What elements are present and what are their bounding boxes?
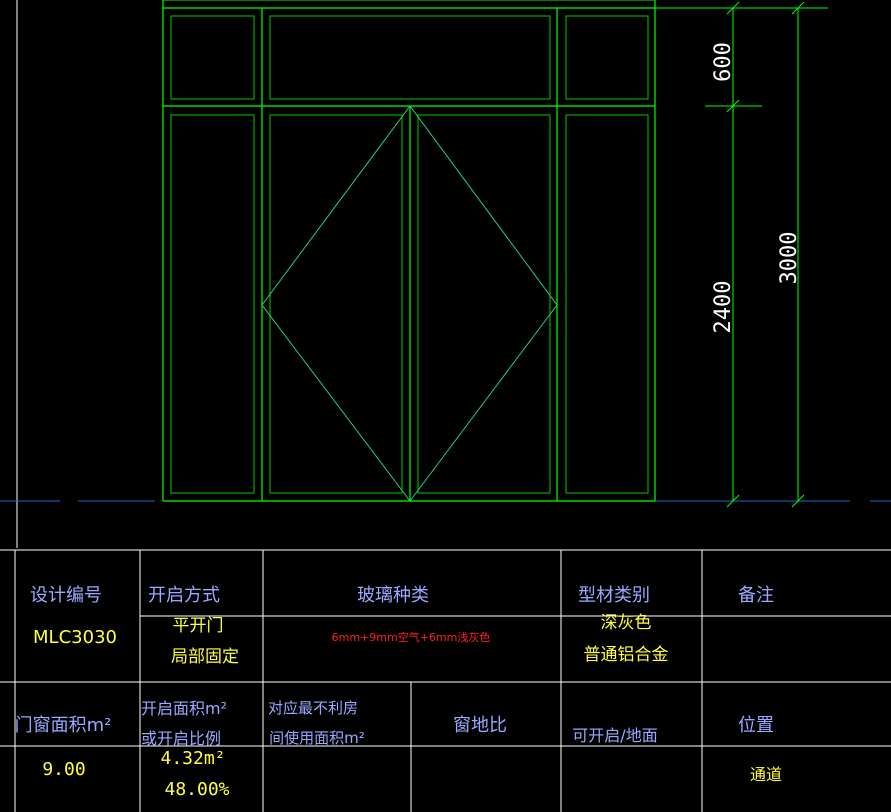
header-remarks: 备注: [738, 585, 774, 606]
header-design-code: 设计编号: [30, 585, 102, 606]
value-window-area: 9.00: [42, 759, 85, 780]
value-profile-line2: 普通铝合金: [584, 645, 669, 665]
door-leaf-left: [269, 114, 403, 494]
dim-text-600: 600: [711, 42, 736, 82]
value-open-area: 4.32m²: [160, 748, 225, 769]
dimension-lines: [655, 1, 828, 508]
value-opening-line1: 平开门: [173, 616, 224, 636]
door-swing-lines: [261, 105, 558, 502]
value-opening-line2: 局部固定: [171, 647, 239, 667]
value-profile-line1: 深灰色: [601, 613, 652, 633]
value-glass: 6mm+9mm空气+6mm浅灰色: [332, 630, 491, 644]
transom-panel-center: [269, 15, 551, 100]
sidelight-right: [565, 114, 649, 494]
header-glass-type: 玻璃种类: [357, 585, 429, 606]
dim-text-2400: 2400: [711, 281, 736, 334]
header-room-area-line1: 对应最不利房: [268, 699, 358, 717]
transom-panel-right: [565, 15, 649, 100]
header-window-area: 门窗面积m²: [15, 715, 112, 736]
dim-text-3000: 3000: [777, 232, 802, 285]
door-frame: [162, 0, 656, 502]
value-location: 通道: [750, 765, 782, 784]
header-opening-method: 开启方式: [148, 585, 220, 606]
door-leaf-right: [417, 114, 551, 494]
header-open-area-line2: 或开启比例: [141, 729, 221, 748]
value-open-ratio: 48.00%: [164, 779, 229, 800]
transom-panel-left: [170, 15, 255, 100]
header-openable-floor: 可开启/地面: [572, 726, 657, 745]
header-window-floor-ratio: 窗地比: [453, 715, 507, 736]
value-design-code: MLC3030: [33, 627, 117, 648]
door-schedule-table: [0, 549, 891, 812]
header-location: 位置: [738, 715, 774, 736]
header-room-area-line2: 间使用面积m²: [269, 729, 365, 747]
sidelight-left: [170, 114, 255, 494]
header-profile-type: 型材类别: [578, 585, 650, 606]
header-open-area-line1: 开启面积m²: [141, 699, 227, 718]
glass-panels: [170, 15, 649, 494]
